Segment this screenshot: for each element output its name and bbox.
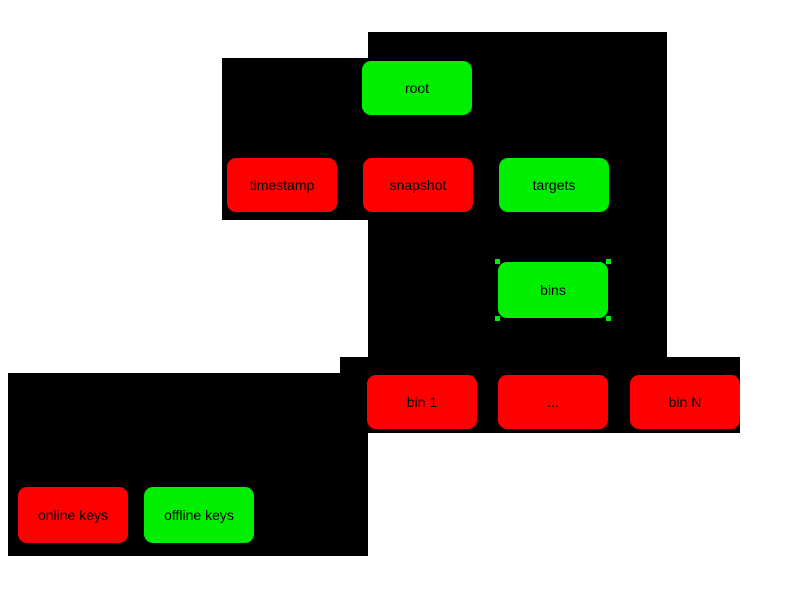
node-targets[interactable]: targets <box>499 158 609 212</box>
node-label: snapshot <box>389 177 447 193</box>
node-bin-1[interactable]: bin 1 <box>367 375 477 429</box>
node-offline-keys[interactable]: offline keys <box>144 487 254 543</box>
selection-handle-tl[interactable] <box>495 259 500 264</box>
node-snapshot[interactable]: snapshot <box>363 158 473 212</box>
node-label: targets <box>532 177 576 193</box>
selection-handle-br[interactable] <box>606 316 611 321</box>
selection-handle-bl[interactable] <box>495 316 500 321</box>
node-root[interactable]: root <box>362 61 472 115</box>
node-label: timestamp <box>249 177 315 193</box>
node-label: bins <box>540 282 566 298</box>
node-timestamp[interactable]: timestamp <box>227 158 337 212</box>
node-label: online keys <box>37 507 109 523</box>
node-label: root <box>404 80 430 96</box>
node-bin-n[interactable]: bin N <box>630 375 740 429</box>
selection-handle-tr[interactable] <box>606 259 611 264</box>
node-online-keys[interactable]: online keys <box>18 487 128 543</box>
node-bin-ellipsis[interactable]: ... <box>498 375 608 429</box>
node-label: offline keys <box>164 507 234 523</box>
node-label: bin N <box>668 394 702 410</box>
node-bins selected[interactable]: bins <box>495 259 611 321</box>
node-label: ... <box>547 394 559 410</box>
node-label: bin 1 <box>406 394 438 410</box>
